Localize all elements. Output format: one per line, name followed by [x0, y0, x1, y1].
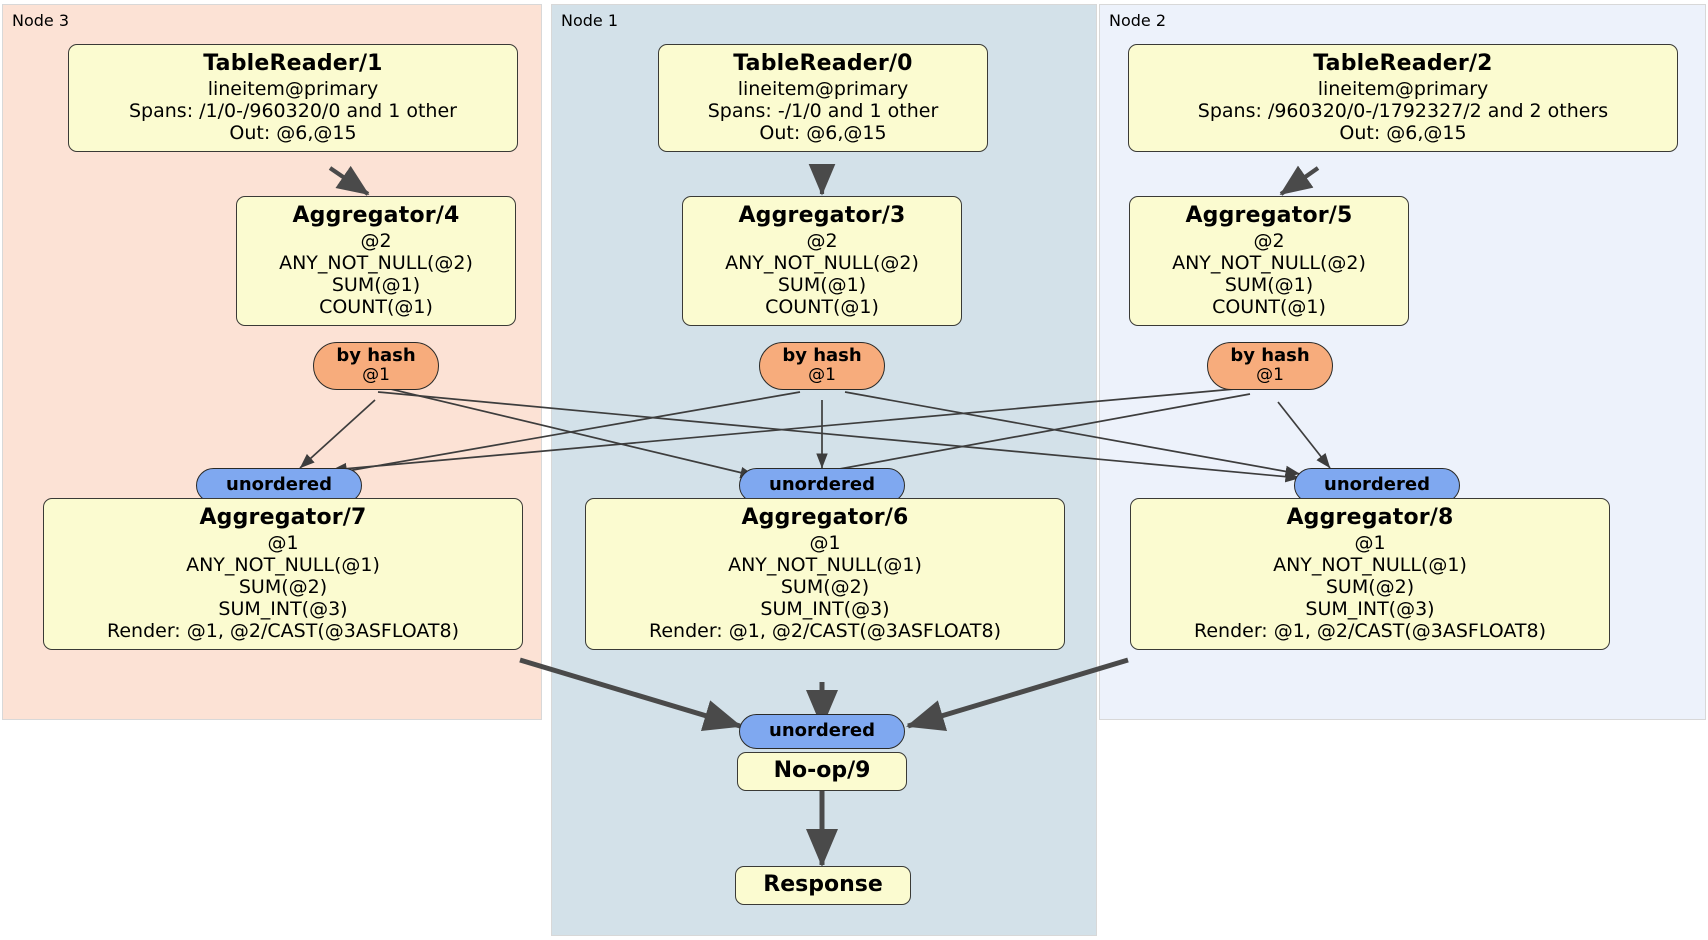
processor-title: Aggregator/4 [292, 203, 460, 228]
processor-line: COUNT(@1) [765, 295, 879, 318]
processor-line: ANY_NOT_NULL(@1) [1273, 553, 1467, 576]
processor-aggregator-8[interactable]: Aggregator/8 @1 ANY_NOT_NULL(@1) SUM(@2)… [1130, 498, 1610, 650]
processor-title: TableReader/2 [1313, 51, 1493, 76]
processor-line: @2 [806, 229, 838, 252]
processor-no-op-9[interactable]: No-op/9 [737, 752, 907, 791]
processor-line: SUM_INT(@3) [760, 597, 890, 620]
processor-line: SUM(@2) [1325, 575, 1415, 598]
processor-response[interactable]: Response [735, 866, 911, 905]
router-kind-label: by hash [1230, 345, 1310, 366]
router-column-label: @1 [808, 365, 836, 386]
processor-line: SUM(@1) [1224, 273, 1314, 296]
node-panel-label: Node 3 [12, 11, 70, 30]
processor-line: ANY_NOT_NULL(@1) [728, 553, 922, 576]
processor-title: Aggregator/8 [1286, 505, 1454, 530]
processor-title: Aggregator/7 [199, 505, 367, 530]
processor-title: TableReader/1 [203, 51, 383, 76]
processor-line: Spans: -/1/0 and 1 other [707, 99, 939, 122]
processor-line: ANY_NOT_NULL(@1) [186, 553, 380, 576]
processor-line: COUNT(@1) [1212, 295, 1326, 318]
processor-line: @1 [809, 531, 841, 554]
processor-line: lineitem@primary [737, 77, 909, 100]
processor-title: Aggregator/6 [741, 505, 909, 530]
processor-line: Out: @6,@15 [1339, 121, 1467, 144]
processor-line: SUM_INT(@3) [218, 597, 348, 620]
processor-title: Response [763, 872, 883, 897]
processor-aggregator-4[interactable]: Aggregator/4 @2 ANY_NOT_NULL(@2) SUM(@1)… [236, 196, 516, 326]
synchronizer-label: unordered [226, 474, 332, 495]
processor-aggregator-6[interactable]: Aggregator/6 @1 ANY_NOT_NULL(@1) SUM(@2)… [585, 498, 1065, 650]
processor-title: Aggregator/5 [1185, 203, 1353, 228]
processor-line: ANY_NOT_NULL(@2) [1172, 251, 1366, 274]
processor-title: No-op/9 [773, 758, 871, 783]
synchronizer-label: unordered [1324, 474, 1430, 495]
processor-aggregator-7[interactable]: Aggregator/7 @1 ANY_NOT_NULL(@1) SUM(@2)… [43, 498, 523, 650]
router-by-hash-right[interactable]: by hash @1 [1207, 342, 1333, 391]
node-panel-label: Node 1 [561, 11, 619, 30]
processor-line: SUM(@2) [238, 575, 328, 598]
processor-line: Out: @6,@15 [229, 121, 357, 144]
processor-line: Spans: /960320/0-/1792327/2 and 2 others [1197, 99, 1609, 122]
processor-line: SUM_INT(@3) [1305, 597, 1435, 620]
processor-line: @2 [360, 229, 392, 252]
processor-line: COUNT(@1) [319, 295, 433, 318]
processor-line: Out: @6,@15 [759, 121, 887, 144]
router-kind-label: by hash [336, 345, 416, 366]
router-by-hash-mid[interactable]: by hash @1 [759, 342, 885, 391]
processor-title: Aggregator/3 [738, 203, 906, 228]
synchronizer-unordered-mid[interactable]: unordered [739, 468, 905, 504]
processor-line: Render: @1, @2/CAST(@3ASFLOAT8) [107, 619, 459, 642]
processor-line: lineitem@primary [207, 77, 379, 100]
router-column-label: @1 [1256, 365, 1284, 386]
processor-table-reader-2[interactable]: TableReader/2 lineitem@primary Spans: /9… [1128, 44, 1678, 152]
synchronizer-label: unordered [769, 720, 875, 741]
processor-line: @1 [1354, 531, 1386, 554]
processor-line: ANY_NOT_NULL(@2) [725, 251, 919, 274]
processor-line: @2 [1253, 229, 1285, 252]
router-by-hash-left[interactable]: by hash @1 [313, 342, 439, 391]
router-kind-label: by hash [782, 345, 862, 366]
router-column-label: @1 [362, 365, 390, 386]
processor-line: Spans: /1/0-/960320/0 and 1 other [129, 99, 457, 122]
processor-aggregator-5[interactable]: Aggregator/5 @2 ANY_NOT_NULL(@2) SUM(@1)… [1129, 196, 1409, 326]
processor-line: Render: @1, @2/CAST(@3ASFLOAT8) [649, 619, 1001, 642]
processor-line: SUM(@1) [331, 273, 421, 296]
processor-line: @1 [267, 531, 299, 554]
processor-line: SUM(@1) [777, 273, 867, 296]
processor-aggregator-3[interactable]: Aggregator/3 @2 ANY_NOT_NULL(@2) SUM(@1)… [682, 196, 962, 326]
processor-table-reader-1[interactable]: TableReader/1 lineitem@primary Spans: /1… [68, 44, 518, 152]
synchronizer-unordered-right[interactable]: unordered [1294, 468, 1460, 504]
synchronizer-unordered-final[interactable]: unordered [739, 714, 905, 750]
processor-line: SUM(@2) [780, 575, 870, 598]
processor-table-reader-0[interactable]: TableReader/0 lineitem@primary Spans: -/… [658, 44, 988, 152]
synchronizer-label: unordered [769, 474, 875, 495]
processor-title: TableReader/0 [733, 51, 913, 76]
processor-line: lineitem@primary [1317, 77, 1489, 100]
node-panel-label: Node 2 [1109, 11, 1167, 30]
processor-line: ANY_NOT_NULL(@2) [279, 251, 473, 274]
processor-line: Render: @1, @2/CAST(@3ASFLOAT8) [1194, 619, 1546, 642]
